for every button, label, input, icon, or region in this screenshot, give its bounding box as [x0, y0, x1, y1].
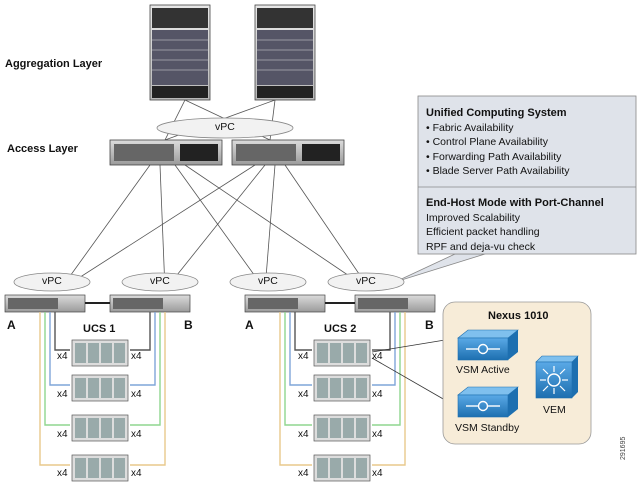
ucs2-fabric-links: [279, 312, 406, 466]
vsm-standby-icon: [457, 386, 519, 418]
fabric-interconnect-ucs1-a: [4, 294, 86, 313]
access-layer-label: Access Layer: [7, 143, 78, 155]
vsm-active-label: VSM Active: [456, 364, 510, 376]
vpc-label-aggregation: vPC: [215, 121, 235, 133]
ucs1-link-label: x4: [131, 468, 142, 479]
vpc-label-ucs2-b: vPC: [356, 275, 376, 287]
ucs1-link-label: x4: [57, 468, 68, 479]
fabric-interconnect-ucs1-b: [109, 294, 191, 313]
callout-section-ehm: End-Host Mode with Port-Channel Improved…: [426, 196, 604, 254]
callout-item: Improved Scalability: [426, 211, 520, 224]
ucs2-link-label: x4: [298, 351, 309, 362]
callout-title-ehm: End-Host Mode with Port-Channel: [426, 197, 604, 209]
ucs1-blade-chassis-4: [71, 454, 129, 482]
fabric-interconnect-ucs2-a: [244, 294, 326, 313]
callout-item: • Forwarding Path Availability: [426, 150, 562, 163]
ucs2-link-label: x4: [372, 351, 383, 362]
access-switch-1: [109, 139, 223, 166]
callout-item: • Blade Server Path Availability: [426, 165, 570, 177]
vpc-ellipse-ucs1-b: [121, 272, 199, 292]
ucs2-link-label: x4: [298, 389, 309, 400]
ucs1-fabric-a-label: A: [7, 318, 16, 332]
fabric-interconnect-ucs2-b: [354, 294, 436, 313]
aggregation-switch-1: [149, 4, 211, 101]
ucs2-blade-chassis-1: [313, 339, 371, 367]
callout-item: • Control Plane Availability: [426, 136, 548, 148]
figure-id: 291695: [620, 436, 627, 460]
ucs2-link-label: x4: [372, 429, 383, 440]
aggregation-layer-label: Aggregation Layer: [5, 58, 103, 70]
ucs1-blade-chassis-2: [71, 374, 129, 402]
ucs2-link-label: x4: [372, 389, 383, 400]
ucs1-link-label: x4: [57, 389, 68, 400]
ucs2-link-label: x4: [298, 468, 309, 479]
vpc-label-ucs1-a: vPC: [42, 275, 62, 287]
ucs1-blade-chassis-3: [71, 414, 129, 442]
ucs2-fabric-b-label: B: [425, 318, 434, 332]
ucs1-fabric-b-label: B: [184, 318, 193, 332]
callout-item: RPF and deja-vu check: [426, 240, 536, 253]
vpc-label-ucs1-b: vPC: [150, 275, 170, 287]
callout-item: Efficient packet handling: [426, 226, 540, 238]
ucs2-link-label: x4: [298, 429, 309, 440]
nexus-pointer-line-2: [371, 357, 446, 401]
callout-section-ucs: Unified Computing System • Fabric Availa…: [426, 106, 570, 179]
vsm-standby-label: VSM Standby: [455, 422, 520, 434]
ucs1-link-label: x4: [131, 389, 142, 400]
nexus-1010-title: Nexus 1010: [488, 310, 549, 322]
vpc-ellipse-aggregation: [156, 117, 294, 139]
ucs1-blade-chassis-1: [71, 339, 129, 367]
ucs1-link-label: x4: [131, 351, 142, 362]
aggregation-switch-2: [254, 4, 316, 101]
vpc-ellipse-ucs1-a: [13, 272, 91, 292]
ucs2-blade-chassis-4: [313, 454, 371, 482]
vem-label: VEM: [543, 404, 566, 416]
nexus-pointer-line: [371, 339, 446, 353]
ucs2-label: UCS 2: [324, 323, 357, 335]
ucs2-link-label: x4: [372, 468, 383, 479]
vpc-ellipse-ucs2-a: [229, 272, 307, 292]
callout-box: [417, 95, 637, 255]
ucs1-fabric-links: [39, 312, 166, 466]
vpc-ellipse-ucs2-b: [327, 272, 405, 292]
callout-item: • Fabric Availability: [426, 121, 514, 134]
access-links: [59, 164, 371, 291]
callout-pointer: [394, 253, 486, 283]
access-switch-2: [231, 139, 345, 166]
ucs1-link-label: x4: [57, 429, 68, 440]
vem-icon: [535, 355, 579, 399]
callout-title-ucs: Unified Computing System: [426, 107, 567, 119]
vpc-label-ucs2-a: vPC: [258, 275, 278, 287]
ucs2-blade-chassis-3: [313, 414, 371, 442]
ucs1-label: UCS 1: [83, 323, 116, 335]
ucs2-blade-chassis-2: [313, 374, 371, 402]
ucs1-link-label: x4: [131, 429, 142, 440]
ucs2-fabric-a-label: A: [245, 318, 254, 332]
vsm-active-icon: [457, 329, 519, 361]
ucs1-link-label: x4: [57, 351, 68, 362]
